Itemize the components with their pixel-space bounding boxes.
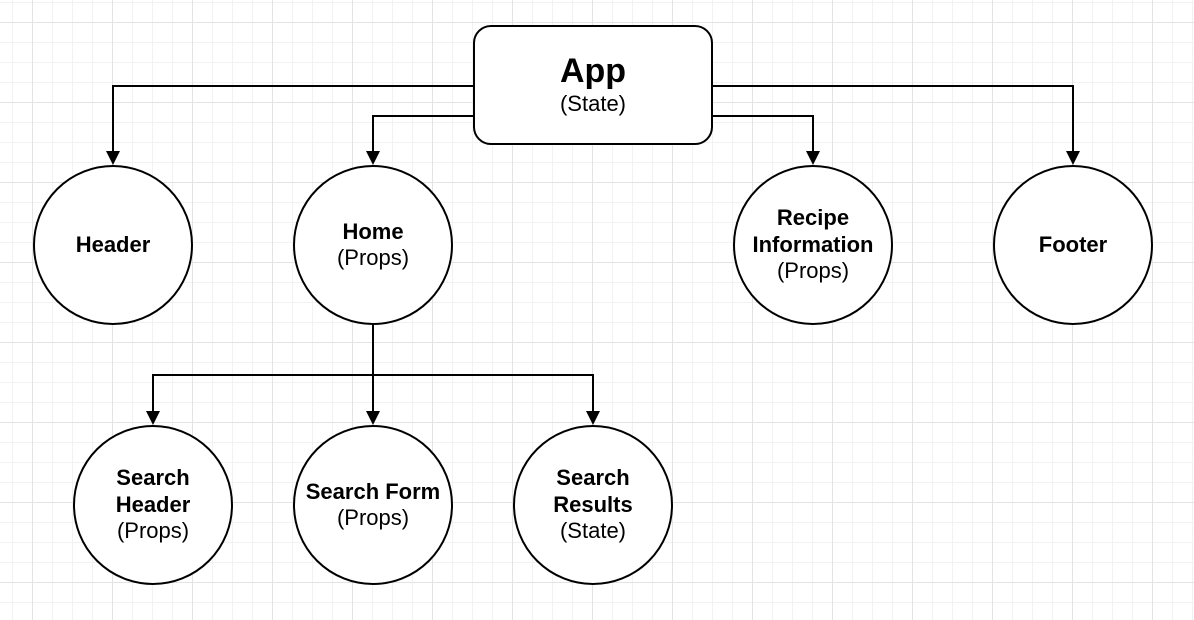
search-form-node[interactable]: Search Form (Props) [293,425,453,585]
home-subtitle: (Props) [336,245,410,270]
header-title: Header [75,231,151,257]
recipe-information-node[interactable]: Recipe Information (Props) [733,165,893,325]
search-header-node[interactable]: Search Header (Props) [73,425,233,585]
app-subtitle: (State) [559,91,627,117]
footer-title: Footer [1038,231,1108,257]
search-results-title-line2: Results [553,491,633,517]
footer-node[interactable]: Footer [993,165,1153,325]
edge-home-search-header [146,374,373,425]
edge-app-header [106,85,473,165]
search-form-title: Search Form [305,478,441,504]
app-node[interactable]: App (State) [473,25,713,145]
header-node[interactable]: Header [33,165,193,325]
search-header-title-line2: Header [115,491,191,517]
search-results-subtitle: (State) [559,518,627,544]
app-title: App [559,52,627,91]
edge-home-search-results [373,374,600,425]
edge-app-recipe-information [713,115,820,165]
edge-app-home [366,115,473,165]
home-title: Home [342,218,404,244]
search-results-node[interactable]: Search Results (State) [513,425,673,585]
search-header-subtitle: (Props) [116,518,190,544]
search-form-subtitle: (Props) [336,505,410,530]
search-header-title-line1: Search [116,465,190,491]
recipe-title-line2: Information [752,231,874,257]
search-results-title-line1: Search [556,465,630,491]
home-node[interactable]: Home (Props) [293,165,453,325]
recipe-title-line1: Recipe [776,205,850,231]
edge-app-footer [713,85,1080,165]
recipe-subtitle: (Props) [776,258,850,284]
